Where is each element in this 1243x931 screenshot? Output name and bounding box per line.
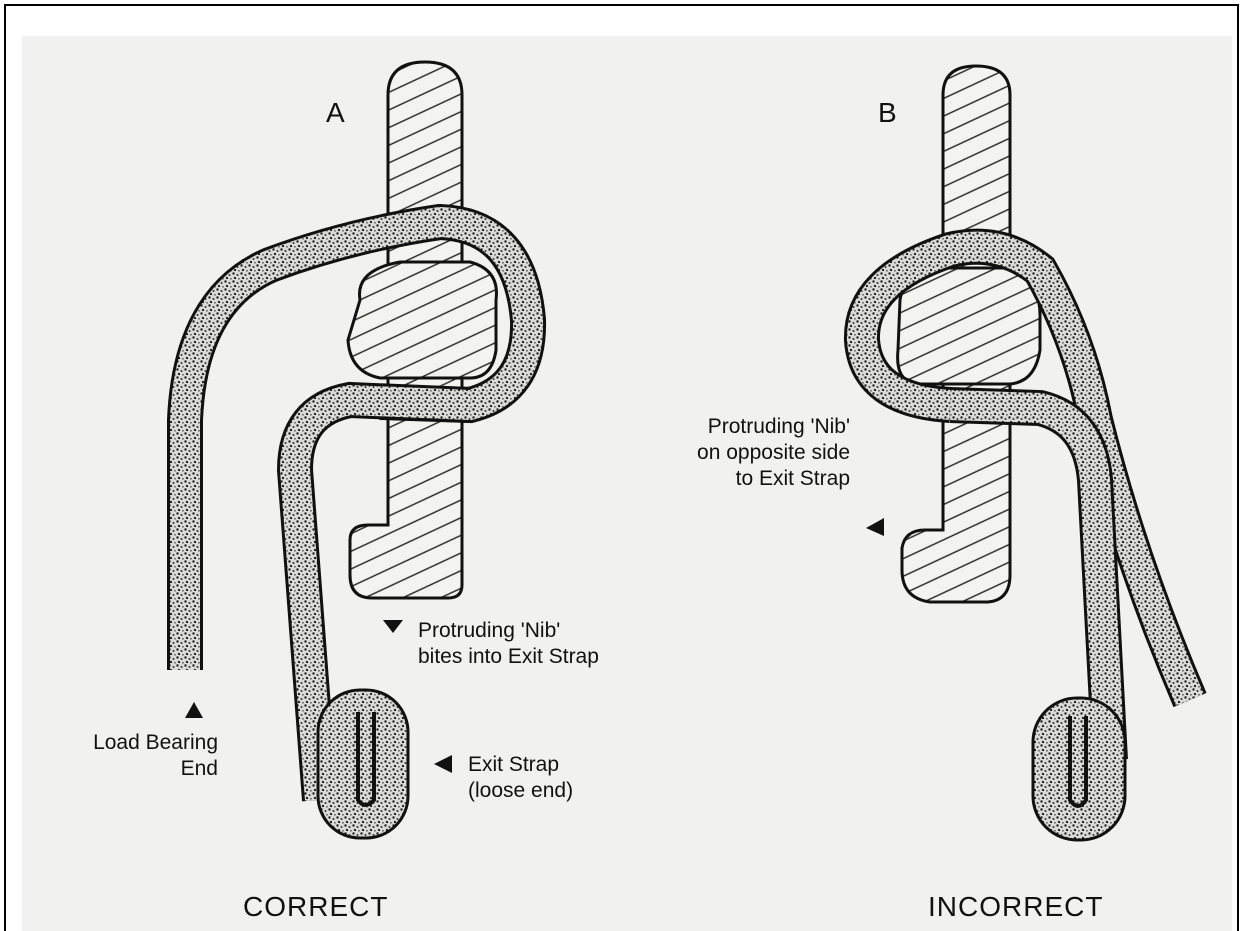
label-load-bearing-line1: Load Bearing — [32, 730, 218, 756]
buckle-crossbar-a — [348, 262, 496, 378]
buckle-crossbar-b — [898, 268, 1040, 384]
strap-fold-b — [1033, 698, 1125, 840]
panel-b-letter: B — [878, 100, 898, 126]
label-load-bearing-line2: End — [32, 756, 218, 782]
label-nib-opposite-line1: Protruding 'Nib' — [620, 414, 850, 440]
strap-fold-a — [318, 690, 408, 838]
label-exit-strap-line2: (loose end) — [468, 778, 573, 804]
label-exit-strap-line1: Exit Strap — [468, 752, 573, 778]
panel-a-letter: A — [326, 100, 346, 126]
buckle-correct — [185, 62, 528, 838]
arrow-exit-strap — [434, 755, 452, 773]
arrow-nib-opposite — [866, 518, 884, 536]
label-nib-bites: Protruding 'Nib' bites into Exit Strap — [418, 618, 599, 670]
arrow-nib-bites — [383, 620, 403, 633]
arrow-load-bearing — [185, 702, 203, 718]
label-nib-opposite: Protruding 'Nib' on opposite side to Exi… — [620, 414, 850, 492]
label-exit-strap: Exit Strap (loose end) — [468, 752, 573, 804]
label-nib-bites-line2: bites into Exit Strap — [418, 644, 599, 670]
label-load-bearing: Load Bearing End — [32, 730, 218, 782]
label-nib-opposite-line3: to Exit Strap — [620, 466, 850, 492]
caption-incorrect: INCORRECT — [928, 894, 1103, 920]
label-nib-bites-line1: Protruding 'Nib' — [418, 618, 599, 644]
buckle-incorrect — [862, 66, 1190, 840]
label-nib-opposite-line2: on opposite side — [620, 440, 850, 466]
caption-correct: CORRECT — [243, 894, 388, 920]
